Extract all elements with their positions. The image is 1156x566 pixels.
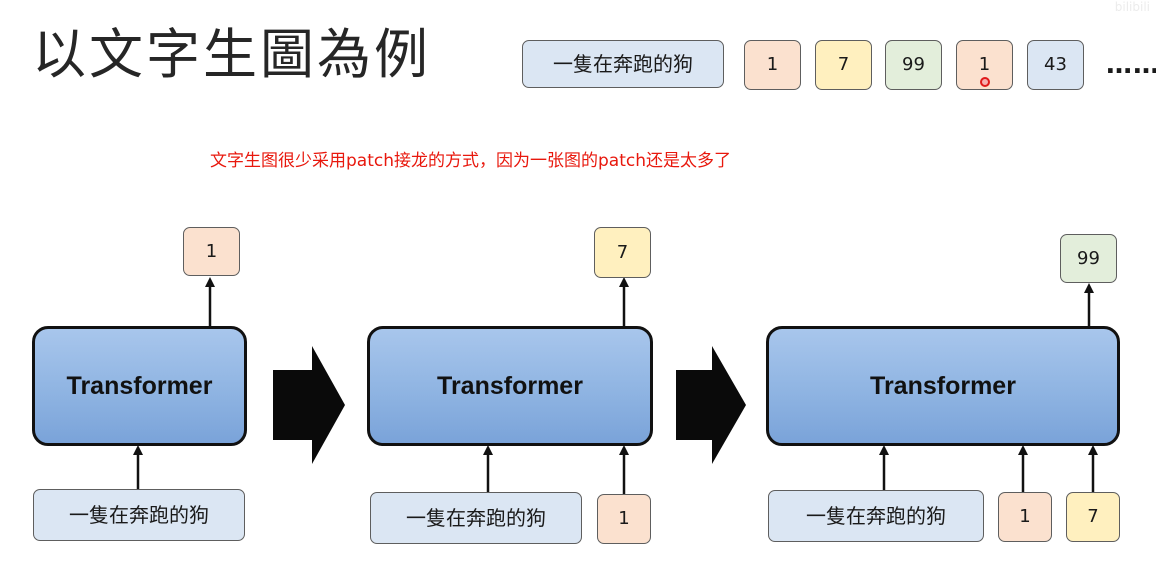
output-token: 1 — [183, 227, 240, 276]
input-token: 1 — [597, 494, 651, 544]
transformer-block: Transformer — [367, 326, 653, 446]
transformer-block: Transformer — [32, 326, 247, 446]
watermark: bilibili — [1114, 0, 1150, 14]
sequence-token: 7 — [815, 40, 872, 90]
sequence-token: 99 — [885, 40, 942, 90]
sequence-token: 43 — [1027, 40, 1084, 90]
page-title: 以文字生圖為例 — [32, 23, 431, 86]
step-arrow-icon — [676, 346, 746, 464]
sequence-prompt: 一隻在奔跑的狗 — [522, 40, 724, 88]
step-arrow-icon — [273, 346, 345, 464]
sequence-ellipsis: …… — [1106, 50, 1156, 80]
input-prompt: 一隻在奔跑的狗 — [768, 490, 984, 542]
annotation-note: 文字生图很少采用patch接龙的方式，因为一张图的patch还是太多了 — [210, 151, 731, 171]
pointer-icon — [980, 77, 990, 87]
input-prompt: 一隻在奔跑的狗 — [370, 492, 582, 544]
input-token: 1 — [998, 492, 1052, 542]
output-token: 7 — [594, 227, 651, 278]
sequence-token: 1 — [744, 40, 801, 90]
transformer-block: Transformer — [766, 326, 1120, 446]
input-prompt: 一隻在奔跑的狗 — [33, 489, 245, 541]
input-token: 7 — [1066, 492, 1120, 542]
output-token: 99 — [1060, 234, 1117, 283]
